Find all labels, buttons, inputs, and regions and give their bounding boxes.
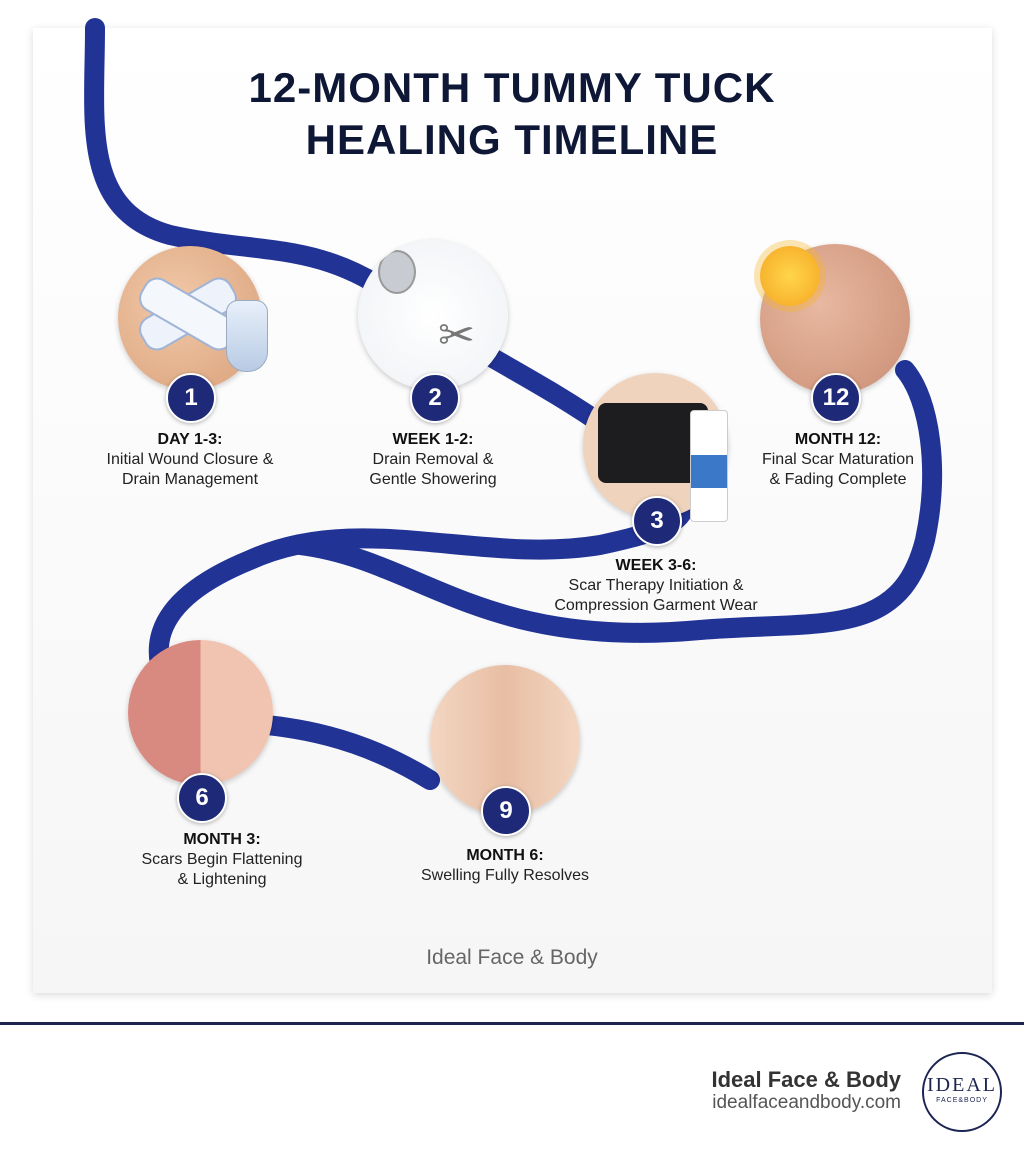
- cream-tube-icon: [690, 410, 728, 522]
- step-6-label: MONTH 3: Scars Begin Flattening & Lighte…: [141, 831, 303, 888]
- step-badge: 12: [811, 373, 861, 423]
- step-badge: 3: [632, 496, 682, 546]
- step-3-image: [583, 373, 728, 518]
- step-12-label: MONTH 12: Final Scar Maturation & Fading…: [761, 431, 915, 488]
- drain-bulb-icon: [226, 300, 268, 372]
- step-badge: 1: [166, 373, 216, 423]
- sun-icon: [760, 246, 820, 306]
- watermark-brand: Ideal Face & Body: [426, 946, 598, 969]
- step-1-label: DAY 1-3: Initial Wound Closure & Drain M…: [106, 431, 274, 488]
- step-2-label: WEEK 1-2: Drain Removal & Gentle Showeri…: [369, 431, 497, 488]
- step-3-label: WEEK 3-6: Scar Therapy Initiation & Comp…: [554, 557, 758, 614]
- step-badge: 6: [177, 773, 227, 823]
- footer-brand-name: Ideal Face & Body: [711, 1067, 901, 1092]
- page-title: 12-MONTH TUMMY TUCK HEALING TIMELINE: [248, 64, 776, 163]
- step-badge: 2: [410, 373, 460, 423]
- brand-logo: IDEAL FACE&BODY: [922, 1052, 1002, 1132]
- step-9-label: MONTH 6: Swelling Fully Resolves: [420, 847, 590, 884]
- compression-garment-icon: [598, 403, 708, 483]
- step-2-image: ✂: [358, 240, 508, 390]
- shower-head-icon: [378, 250, 416, 294]
- step-badge: 9: [481, 786, 531, 836]
- scissors-icon: ✂: [438, 311, 475, 360]
- divider: [0, 1022, 1024, 1025]
- step-6-image: [128, 640, 273, 785]
- footer-url[interactable]: idealfaceandbody.com: [712, 1092, 901, 1113]
